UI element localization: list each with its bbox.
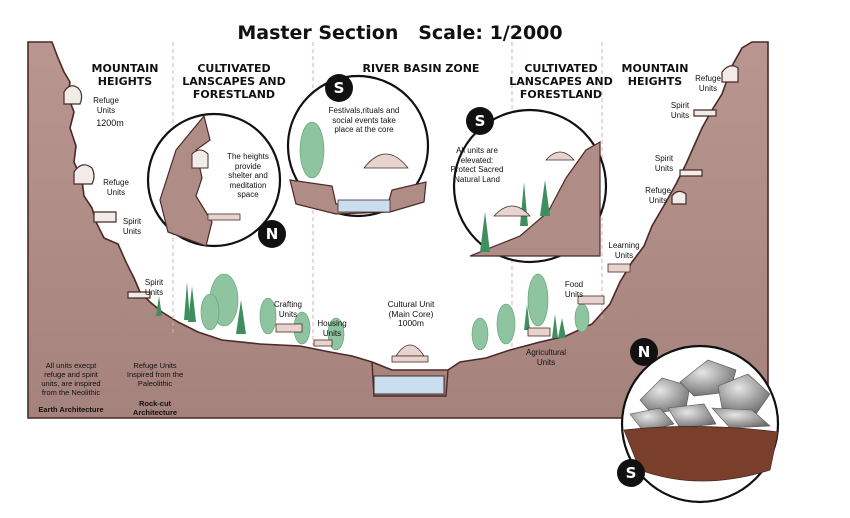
refuge-caves-right bbox=[671, 65, 739, 205]
badge-river-south: S bbox=[325, 74, 353, 102]
zone-label-cultivated-left: CULTIVATED LANSCAPES AND FORESTLAND bbox=[182, 62, 286, 101]
badge-material-north: N bbox=[630, 338, 658, 366]
core-water-basin bbox=[373, 375, 445, 395]
forest-trees bbox=[156, 273, 590, 351]
note-neolithic: All units execpt refuge and spirit units… bbox=[41, 361, 101, 397]
label-food-units: Food Units bbox=[564, 280, 584, 299]
label-elevation-1200: 1200m bbox=[96, 118, 124, 128]
label-spirit-units-right-2: Spirit Units bbox=[654, 154, 674, 173]
material-circle bbox=[620, 344, 780, 504]
zone-label-mountain-right: MOUNTAIN HEIGHTS bbox=[621, 62, 689, 88]
label-spirit-units-left-2: Spirit Units bbox=[144, 278, 164, 297]
zone-label-cultivated-right: CULTIVATED LANSCAPES AND FORESTLAND bbox=[509, 62, 613, 101]
label-housing-units: Housing Units bbox=[317, 319, 347, 338]
callout-festivals-text: Festivals,rituals and social events take… bbox=[328, 106, 400, 134]
label-cultural-unit: Cultural Unit (Main Core) 1000m bbox=[387, 299, 435, 328]
label-refuge-units-left-2: Refuge Units bbox=[103, 178, 129, 197]
label-agricultural-units: Agricultural Units bbox=[525, 348, 566, 367]
callout-river-basin bbox=[286, 74, 430, 218]
label-refuge-units-1200: Refuge Units bbox=[93, 96, 119, 115]
callout-heights bbox=[146, 112, 282, 248]
gravel-layer bbox=[629, 359, 771, 433]
note-earth-architecture: Earth Architecture bbox=[38, 405, 104, 414]
callout-elevated-text: All units are elevated: Protect Sacred N… bbox=[450, 146, 504, 184]
refuge-caves-left bbox=[63, 85, 151, 299]
label-spirit-units-right-1: Spirit Units bbox=[670, 101, 690, 120]
badge-material-south: S bbox=[617, 459, 645, 487]
badge-elevated-south: S bbox=[466, 107, 494, 135]
zone-label-mountain-left: MOUNTAIN HEIGHTS bbox=[91, 62, 159, 88]
label-refuge-units-right-1: Refuge Units bbox=[695, 74, 721, 93]
zone-label-river-basin: RIVER BASIN ZONE bbox=[362, 62, 480, 75]
soil-layer bbox=[623, 426, 779, 482]
settlement-units bbox=[275, 263, 631, 363]
callout-heights-text: The heights provide shelter and meditati… bbox=[227, 152, 269, 199]
page-title: Master Section Scale: 1/2000 bbox=[237, 22, 563, 44]
label-refuge-units-right-2: Refuge Units bbox=[645, 186, 671, 205]
note-rockcut-architecture: Rock-cut Architecture bbox=[132, 399, 178, 417]
label-crafting-units: Crafting Units bbox=[273, 300, 302, 319]
badge-heights-north: N bbox=[258, 220, 286, 248]
note-paleolithic: Refuge Units Inspired from the Paleolith… bbox=[126, 361, 184, 388]
label-spirit-units-left-1: Spirit Units bbox=[122, 217, 142, 236]
callout-elevated bbox=[452, 108, 608, 264]
label-learning-units: Learning Units bbox=[608, 241, 640, 260]
